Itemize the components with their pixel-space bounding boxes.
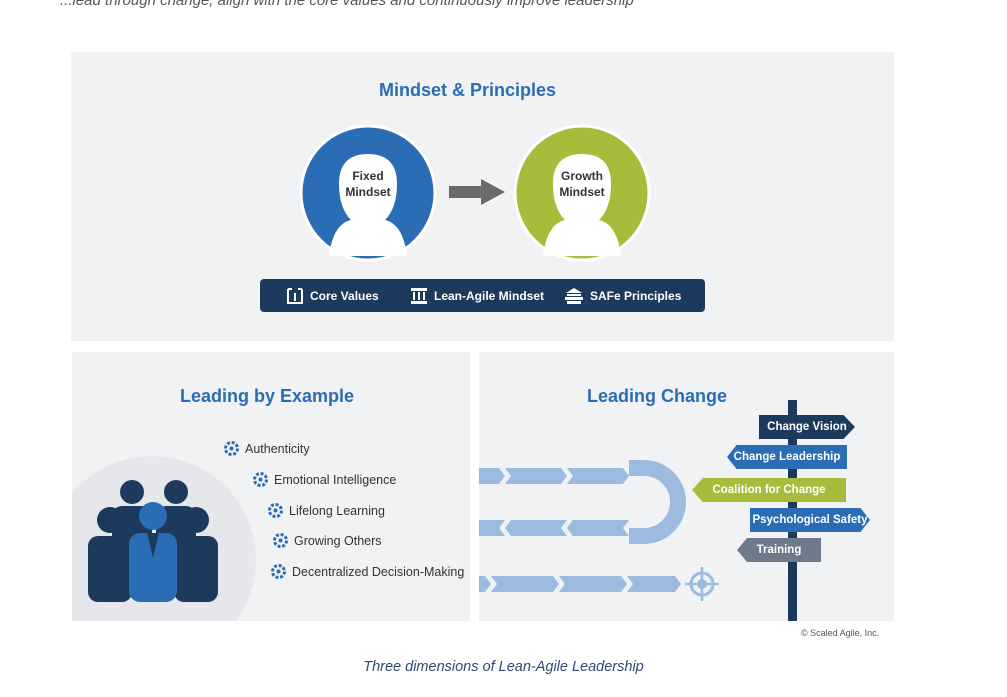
gear-icon [268, 503, 283, 518]
safe-principles-item: SAFe Principles [564, 287, 681, 305]
figure-caption: Three dimensions of Lean-Agile Leadershi… [363, 659, 644, 675]
trait-growing-others: Growing Others [273, 533, 382, 548]
trait-authenticity: Authenticity [224, 441, 310, 456]
fixed-mindset-head-icon [299, 124, 437, 262]
core-values-item: Core Values [286, 287, 379, 305]
team-people-icon [72, 456, 256, 621]
leading-by-example-panel: Leading by Example [72, 352, 470, 621]
example-title: Leading by Example [180, 386, 355, 406]
right-arrow-icon [449, 179, 505, 205]
temple-icon [565, 288, 583, 304]
copyright-text: © Scaled Agile, Inc. [801, 628, 880, 638]
core-values-icon [287, 288, 303, 304]
sign-change-leadership: Change Leadership [727, 445, 847, 469]
sign-coalition-for-change: Coalition for Change [692, 478, 846, 502]
trait-lifelong-learning: Lifelong Learning [268, 503, 385, 518]
mindset-title: Mindset & Principles [379, 80, 557, 100]
principles-bar: Core Values Lean-Agile Mindset SAFe Prin… [260, 279, 705, 312]
trait-emotional-intelligence: Emotional Intelligence [253, 472, 396, 487]
gear-icon [271, 564, 286, 579]
change-title: Leading Change [587, 386, 728, 406]
gear-icon [273, 533, 288, 548]
pillars-icon [411, 288, 427, 304]
sign-psychological-safety: Psychological Safety [750, 508, 870, 532]
sign-training: Training [737, 538, 821, 562]
growth-mindset-head-icon [513, 124, 651, 262]
gear-icon [224, 441, 239, 456]
intro-text: ...lead through change, align with the c… [60, 0, 634, 9]
lean-agile-item: Lean-Agile Mindset [410, 287, 544, 305]
trait-decentralized-decision-making: Decentralized Decision-Making [271, 564, 464, 579]
change-path-arrows-icon [479, 400, 797, 621]
gear-icon [253, 472, 268, 487]
sign-change-vision: Change Vision [759, 415, 855, 439]
